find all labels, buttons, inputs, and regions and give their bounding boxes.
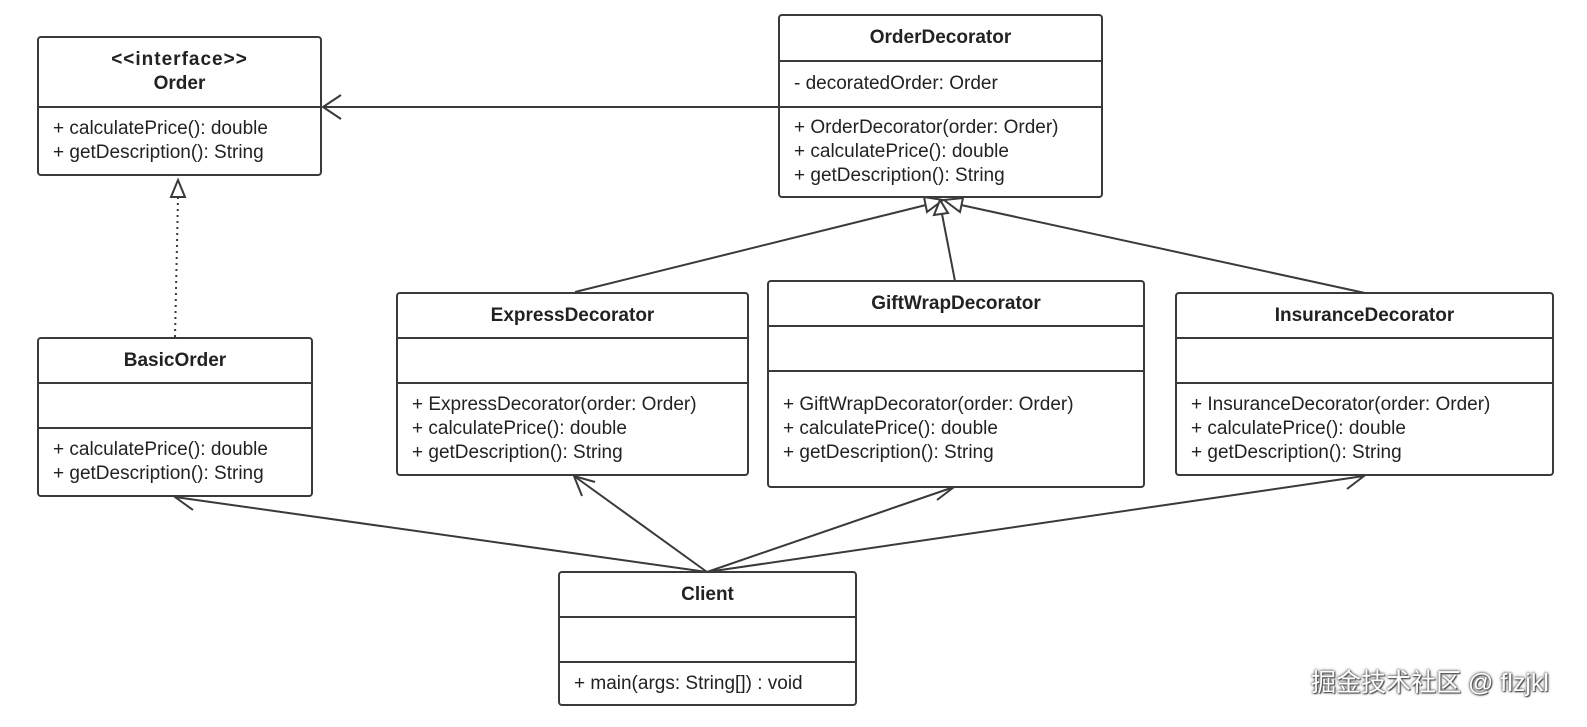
class-orderdecorator-attribute: - decoratedOrder: Order [794, 73, 998, 94]
class-insurancedecorator-method: + getDescription(): String [1191, 442, 1402, 463]
class-order-method: + getDescription(): String [53, 142, 264, 163]
class-basicorder-method: + calculatePrice(): double [53, 439, 268, 460]
class-basicorder-methods: + calculatePrice(): double + getDescript… [39, 429, 311, 495]
edge-giftwrap-to-orderdecorator [941, 213, 956, 282]
class-order-header: <<interface>> Order [39, 38, 320, 108]
class-insurancedecorator-name: InsuranceDecorator [1274, 304, 1455, 326]
class-expressdecorator-methods: + ExpressDecorator(order: Order) + calcu… [398, 384, 747, 474]
class-client-header: Client [560, 573, 855, 618]
class-insurancedecorator-attributes [1177, 339, 1552, 384]
class-client-name: Client [681, 583, 734, 605]
watermark: 掘金技术社区 @ flzjkl [1311, 669, 1549, 697]
class-client[interactable]: Client + main(args: String[]) : void [558, 571, 857, 706]
class-expressdecorator-method: + getDescription(): String [412, 442, 623, 463]
edge-client-to-express [573, 475, 708, 573]
class-order-method: + calculatePrice(): double [53, 118, 268, 139]
class-orderdecorator-method: + OrderDecorator(order: Order) [794, 117, 1059, 138]
class-orderdecorator-methods: + OrderDecorator(order: Order) + calcula… [780, 108, 1101, 196]
class-order-methods: + calculatePrice(): double + getDescript… [39, 108, 320, 174]
class-orderdecorator-name: OrderDecorator [869, 27, 1012, 48]
edge-express-to-orderdecorator [574, 204, 927, 293]
class-insurancedecorator-method: + calculatePrice(): double [1191, 418, 1406, 439]
class-basicorder[interactable]: BasicOrder + calculatePrice(): double + … [37, 337, 313, 497]
class-expressdecorator-method: + ExpressDecorator(order: Order) [412, 394, 697, 415]
class-basicorder-attributes [39, 384, 311, 429]
edge-insurance-to-orderdecorator [960, 204, 1366, 294]
class-orderdecorator-method: + calculatePrice(): double [794, 141, 1009, 162]
class-giftwrapdecorator-method: + getDescription(): String [783, 442, 994, 463]
class-giftwrapdecorator-methods: + GiftWrapDecorator(order: Order) + calc… [769, 372, 1143, 486]
class-basicorder-header: BasicOrder [39, 339, 311, 384]
edge-insurance-to-orderdecorator-arrowhead [941, 196, 965, 214]
class-orderdecorator-attributes: - decoratedOrder: Order [780, 62, 1101, 108]
class-giftwrapdecorator[interactable]: GiftWrapDecorator + GiftWrapDecorator(or… [767, 280, 1145, 488]
class-insurancedecorator-method: + InsuranceDecorator(order: Order) [1191, 394, 1491, 415]
class-insurancedecorator-methods: + InsuranceDecorator(order: Order) + cal… [1177, 384, 1552, 474]
class-order-stereotype: <<interface>> [111, 49, 248, 70]
class-giftwrapdecorator-header: GiftWrapDecorator [769, 282, 1143, 327]
class-client-method: + main(args: String[]) : void [574, 672, 803, 694]
class-orderdecorator-method: + getDescription(): String [794, 165, 1005, 186]
class-basicorder-name: BasicOrder [123, 349, 227, 371]
edge-giftwrap-to-orderdecorator-arrowhead [932, 197, 950, 217]
class-expressdecorator-header: ExpressDecorator [398, 294, 747, 339]
class-insurancedecorator[interactable]: InsuranceDecorator + InsuranceDecorator(… [1175, 292, 1554, 476]
class-orderdecorator-header: OrderDecorator [780, 16, 1101, 62]
edge-client-to-giftwrap [706, 486, 955, 573]
class-giftwrapdecorator-method: + calculatePrice(): double [783, 418, 998, 439]
edge-basicorder-to-order-arrowhead [169, 177, 187, 198]
class-giftwrapdecorator-name: GiftWrapDecorator [871, 292, 1041, 314]
class-expressdecorator-name: ExpressDecorator [490, 304, 655, 326]
class-giftwrapdecorator-attributes [769, 327, 1143, 372]
class-expressdecorator-attributes [398, 339, 747, 384]
edge-orderdecorator-to-order-arrowhead [321, 94, 342, 120]
edge-client-to-express-arrowhead [572, 474, 596, 497]
class-client-methods: + main(args: String[]) : void [560, 663, 855, 704]
class-expressdecorator[interactable]: ExpressDecorator + ExpressDecorator(orde… [396, 292, 749, 476]
edge-basicorder-to-order [174, 196, 179, 338]
edge-client-to-basicorder [174, 496, 708, 573]
class-giftwrapdecorator-method: + GiftWrapDecorator(order: Order) [783, 394, 1074, 415]
class-order[interactable]: <<interface>> Order + calculatePrice(): … [37, 36, 322, 176]
class-insurancedecorator-header: InsuranceDecorator [1177, 294, 1552, 339]
edge-client-to-insurance [706, 475, 1365, 573]
class-expressdecorator-method: + calculatePrice(): double [412, 418, 627, 439]
class-orderdecorator[interactable]: OrderDecorator - decoratedOrder: Order +… [778, 14, 1103, 198]
class-client-attributes [560, 618, 855, 663]
edge-express-to-orderdecorator-arrowhead [922, 195, 946, 214]
class-basicorder-method: + getDescription(): String [53, 463, 264, 484]
class-order-name: Order [153, 73, 206, 94]
